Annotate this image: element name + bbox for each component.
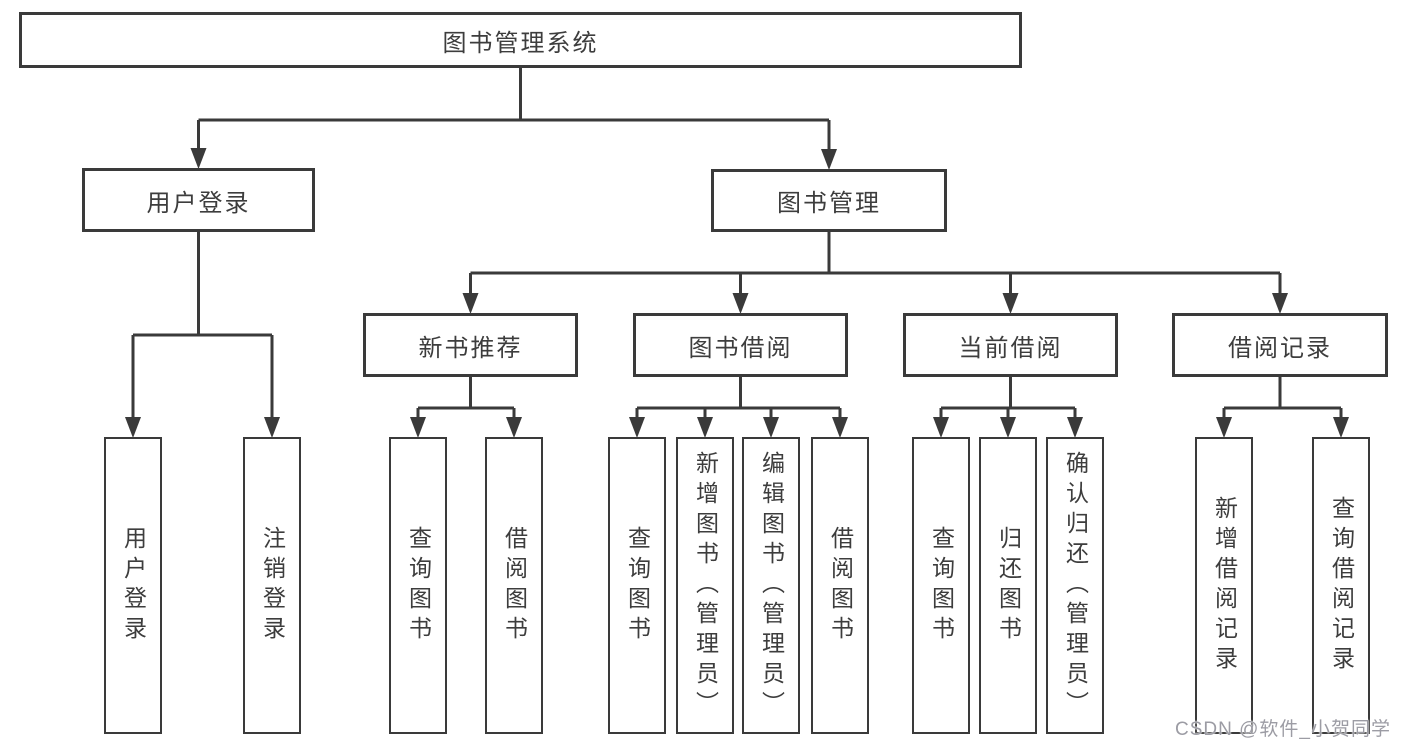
- node-root: 图书管理系统: [19, 12, 1022, 68]
- node-leaf-borrow-book-2: 借阅图书: [811, 437, 869, 734]
- arrowhead-icon: [1216, 417, 1232, 438]
- arrowhead-icon: [629, 417, 645, 438]
- node-label-leaf-borrow-book-1: 借阅图书: [501, 525, 528, 646]
- node-leaf-edit-book: 编辑图书（管理员）: [742, 437, 800, 734]
- arrowhead-icon: [462, 293, 479, 314]
- node-book-mgmt: 图书管理: [711, 169, 947, 232]
- node-label-current-borrow: 当前借阅: [958, 334, 1063, 362]
- node-label-leaf-query-borrow-record: 查询借阅记录: [1328, 495, 1355, 676]
- arrowhead-icon: [506, 417, 522, 438]
- arrowhead-icon: [1067, 417, 1083, 438]
- node-label-leaf-logout: 注销登录: [259, 525, 286, 646]
- arrowhead-icon: [1000, 417, 1016, 438]
- node-label-book-borrow: 图书借阅: [688, 334, 793, 362]
- node-label-leaf-query-book-1: 查询图书: [405, 525, 432, 646]
- watermark: CSDN @软件_小贺同学: [1175, 719, 1391, 740]
- node-label-root: 图书管理系统: [442, 29, 599, 57]
- arrowhead-icon: [933, 417, 949, 438]
- node-label-leaf-return-book: 归还图书: [995, 525, 1022, 646]
- arrowhead-icon: [763, 417, 779, 438]
- node-label-leaf-query-book-2: 查询图书: [624, 525, 651, 646]
- node-leaf-borrow-book-1: 借阅图书: [485, 437, 543, 734]
- node-label-leaf-confirm-return: 确认归还（管理员）: [1062, 450, 1089, 721]
- node-leaf-query-borrow-record: 查询借阅记录: [1312, 437, 1370, 734]
- node-borrow-records: 借阅记录: [1172, 313, 1388, 377]
- node-leaf-query-book-1: 查询图书: [389, 437, 447, 734]
- arrowhead-icon: [190, 148, 207, 169]
- arrowhead-icon: [732, 293, 749, 314]
- node-leaf-query-book-3: 查询图书: [912, 437, 970, 734]
- node-label-leaf-user-login: 用户登录: [120, 525, 147, 646]
- node-leaf-query-book-2: 查询图书: [608, 437, 666, 734]
- node-book-borrow: 图书借阅: [633, 313, 848, 377]
- node-leaf-return-book: 归还图书: [979, 437, 1037, 734]
- arrowhead-icon: [1002, 293, 1019, 314]
- node-label-leaf-add-borrow-record: 新增借阅记录: [1211, 495, 1238, 676]
- arrowhead-icon: [125, 417, 141, 438]
- node-leaf-confirm-return: 确认归还（管理员）: [1046, 437, 1104, 734]
- node-label-borrow-records: 借阅记录: [1228, 334, 1332, 362]
- node-label-leaf-add-book: 新增图书（管理员）: [692, 450, 719, 721]
- node-leaf-user-login: 用户登录: [104, 437, 162, 734]
- arrowhead-icon: [264, 417, 280, 438]
- node-label-leaf-edit-book: 编辑图书（管理员）: [758, 450, 785, 721]
- node-label-new-book-rec: 新书推荐: [418, 334, 523, 362]
- node-current-borrow: 当前借阅: [903, 313, 1118, 377]
- node-label-book-mgmt: 图书管理: [777, 190, 881, 217]
- node-user-login: 用户登录: [82, 168, 315, 232]
- arrowhead-icon: [832, 417, 848, 438]
- node-label-user-login: 用户登录: [146, 189, 251, 217]
- arrowhead-icon: [1333, 417, 1349, 438]
- arrowhead-icon: [1272, 293, 1288, 314]
- arrowhead-icon: [821, 149, 837, 170]
- node-label-leaf-borrow-book-2: 借阅图书: [827, 525, 854, 646]
- node-leaf-logout: 注销登录: [243, 437, 301, 734]
- node-leaf-add-borrow-record: 新增借阅记录: [1195, 437, 1253, 734]
- arrowhead-icon: [697, 417, 713, 438]
- node-leaf-add-book: 新增图书（管理员）: [676, 437, 734, 734]
- node-new-book-rec: 新书推荐: [363, 313, 578, 377]
- node-label-leaf-query-book-3: 查询图书: [928, 525, 955, 646]
- arrowhead-icon: [410, 417, 426, 438]
